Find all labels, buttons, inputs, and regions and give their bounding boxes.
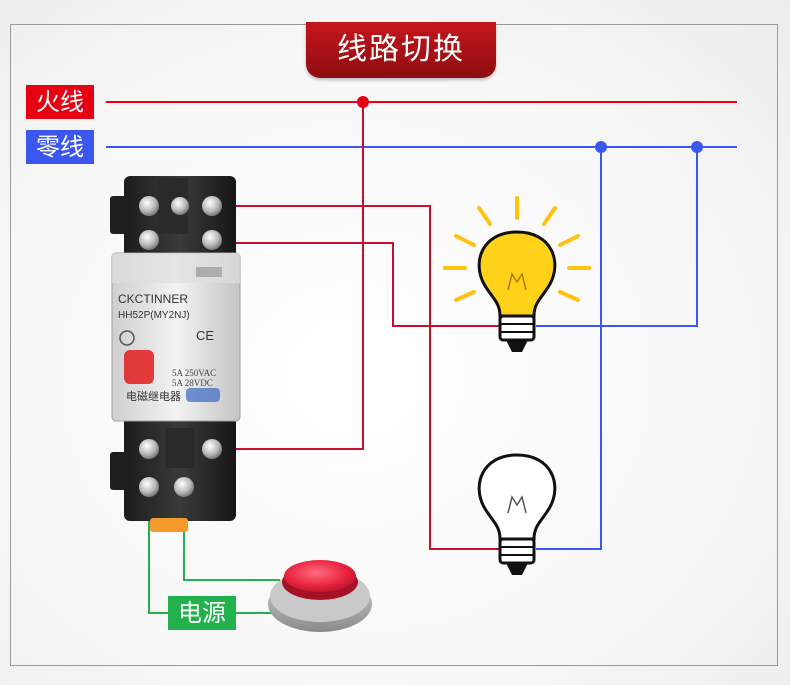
neutral-junction-dot-1: [595, 141, 607, 153]
power-wire-1: [148, 487, 168, 614]
power-label: 电源: [168, 596, 236, 630]
ce-mark: CE: [196, 328, 214, 343]
relay-rating-dc: 5A 28VDC: [172, 378, 213, 388]
live-to-relay-wire: [226, 102, 364, 450]
neutral-wire-label: 零线: [26, 130, 94, 164]
push-button-icon[interactable]: [268, 560, 372, 632]
relay-to-bottom-bulb-wire: [226, 205, 500, 550]
live-wire-label: 火线: [26, 85, 94, 119]
relay-model: HH52P(MY2NJ): [118, 310, 190, 321]
relay-rating-ac: 5A 250VAC: [172, 368, 216, 378]
neutral-junction-dot-2: [691, 141, 703, 153]
page-title: 线路切换: [306, 22, 496, 78]
relay-coil-red: [124, 350, 154, 384]
relay-bottom-terminals: [139, 428, 222, 497]
relay-coil-blue: [186, 388, 220, 402]
live-junction-dot: [357, 96, 369, 108]
relay-icon: CKCTINNER HH52P(MY2NJ) CE 5A 250VAC 5A 2…: [110, 176, 241, 532]
ccc-mark-icon: [119, 330, 135, 346]
lit-bulb-icon: [443, 196, 591, 352]
relay-name: 电磁继电器: [126, 390, 181, 403]
bottom-bulb-neutral-wire: [536, 147, 602, 550]
top-bulb-neutral-wire: [536, 147, 698, 327]
relay-brand: CKCTINNER: [118, 292, 188, 306]
unlit-bulb-icon: [477, 453, 557, 575]
relay-to-top-bulb-wire: [226, 242, 500, 327]
relay-top-terminals: [139, 178, 222, 250]
